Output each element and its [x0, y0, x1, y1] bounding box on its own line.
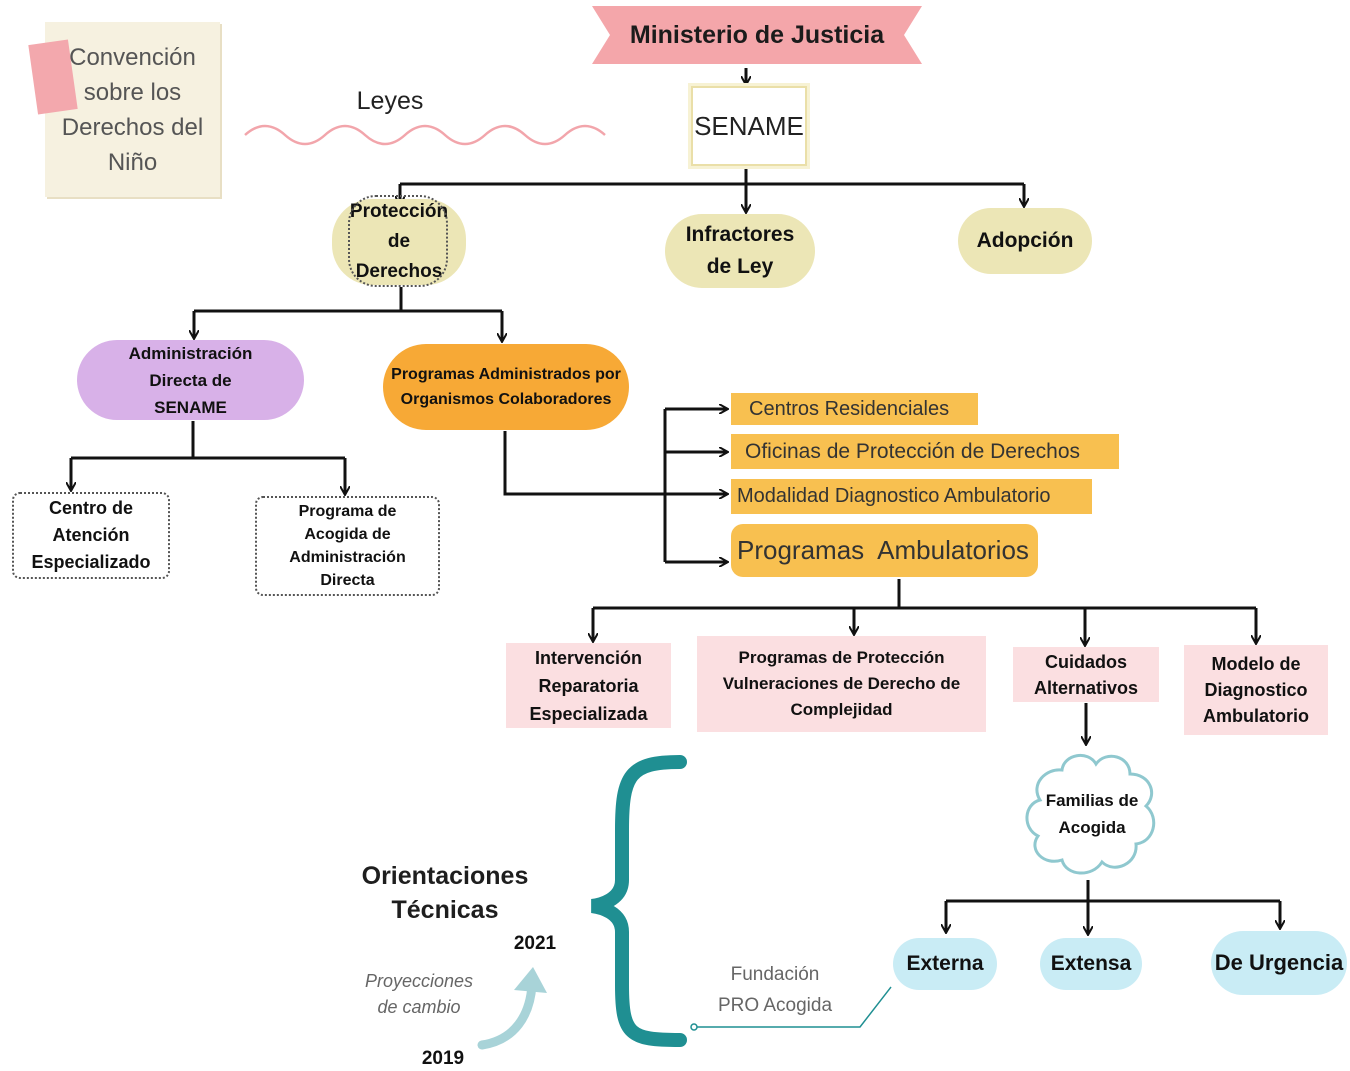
programa-acogida-label: Programa de Acogida de Administración Di… [289, 503, 406, 589]
proteccion-derechos-label: Protección de Derechos [349, 201, 449, 282]
adopcion-node: Adopción [958, 208, 1092, 274]
leyes-label: Leyes [356, 86, 424, 115]
programa-acogida-node: Programa de Acogida de Administración Di… [255, 496, 440, 596]
programas-ambulatorios-item: Programas Ambulatorios [731, 524, 1038, 577]
sename-box: SENAME [691, 86, 807, 166]
admin-directa-node: Administración Directa de SENAME [77, 340, 304, 420]
infractores-node: Infractores de Ley [665, 214, 815, 288]
cloud-shape [1025, 754, 1156, 875]
programas-proteccion-label: Programas de Protección Vulneraciones de… [722, 648, 961, 719]
year-2019-label: 2019 [421, 1048, 465, 1069]
intervencion-reparatoria-node: Intervención Reparatoria Especializada [506, 643, 671, 728]
proyecciones-text: Proyecciones de cambio [364, 971, 474, 1017]
familias-label: Familias de Acogida [1045, 791, 1139, 837]
intervencion-label: Intervención Reparatoria Especializada [529, 647, 648, 724]
familia-externa-node: Externa [893, 938, 997, 990]
programas-colaboradores-label: Programas Administrados por Organismos C… [391, 366, 621, 408]
convention-note-card: Convención sobre los Derechos del Niño [28, 22, 220, 197]
cuidados-alternativos-node: Cuidados Alternativos [1013, 647, 1159, 702]
title-text: Ministerio de Justicia [629, 20, 885, 49]
modelo-diag-label: Modelo de Diagnostico Ambulatorio [1203, 654, 1309, 726]
infractores-label: Infractores de Ley [685, 223, 795, 278]
curly-brace [590, 755, 687, 1047]
banner-ribbon [592, 6, 922, 64]
fundacion-text: Fundación PRO Acogida [717, 964, 833, 1016]
familia-urgencia-node: De Urgencia [1211, 931, 1347, 995]
proyecciones-label: Proyecciones de cambio [352, 966, 486, 1022]
programas-proteccion-node: Programas de Protección Vulneraciones de… [697, 636, 986, 732]
note-text: Convención sobre los Derechos del Niño [61, 43, 204, 176]
orientaciones-label: Orientaciones Técnicas [361, 862, 529, 924]
centro-atencion-node: Centro de Atención Especializado [12, 492, 170, 579]
fundacion-label: Fundación PRO Acogida [700, 960, 850, 1020]
centro-atencion-label: Centro de Atención Especializado [31, 498, 151, 572]
centros-residenciales-item: Centros Residenciales [731, 393, 978, 425]
orientaciones-title: Orientaciones Técnicas [340, 858, 550, 928]
title-banner: Ministerio de Justicia [592, 6, 922, 64]
familia-extensa-node: Extensa [1040, 938, 1142, 990]
year-2021-label: 2021 [513, 933, 557, 954]
oficinas-proteccion-item: Oficinas de Protección de Derechos [731, 434, 1119, 469]
proteccion-derechos-node: Protección de Derechos [332, 195, 466, 287]
modelo-diagnostico-node: Modelo de Diagnostico Ambulatorio [1184, 645, 1328, 735]
admin-directa-label: Administración Directa de SENAME [128, 343, 253, 417]
programas-colaboradores-node: Programas Administrados por Organismos C… [383, 344, 629, 430]
modalidad-diagnostico-item: Modalidad Diagnostico Ambulatorio [731, 479, 1092, 514]
familias-acogida-cloud: Familias de Acogida [1022, 748, 1162, 880]
leyes-wave [244, 124, 606, 146]
change-arrow [477, 980, 537, 1050]
cuidados-label: Cuidados Alternativos [1033, 651, 1139, 698]
